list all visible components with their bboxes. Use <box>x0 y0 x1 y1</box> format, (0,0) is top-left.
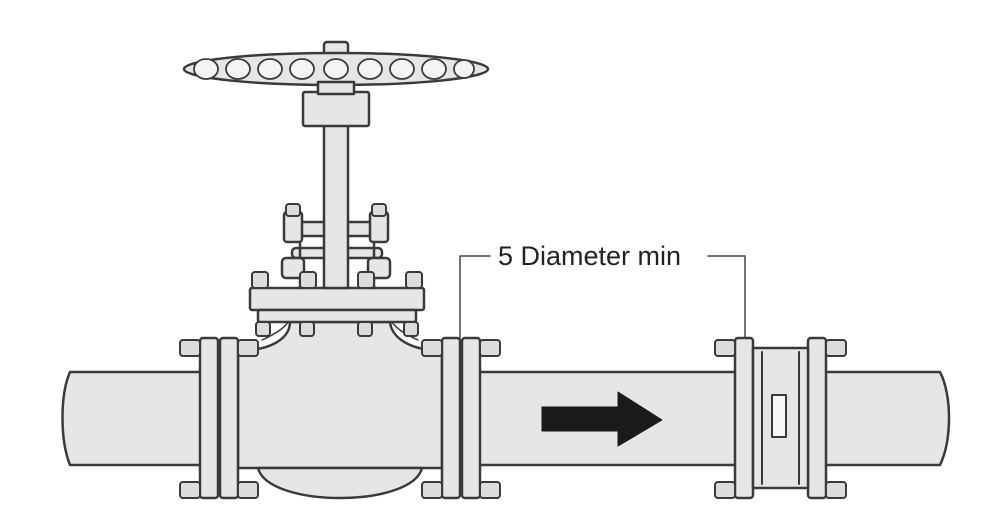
dimension-lines <box>459 255 746 339</box>
dimension-label: 5 Diameter min <box>498 241 681 271</box>
flange-middle <box>421 336 501 500</box>
handwheel <box>182 40 490 96</box>
flange-left <box>179 336 259 500</box>
flow-arrow <box>541 391 663 447</box>
bonnet-flange <box>248 286 426 324</box>
flow-meter <box>714 336 847 500</box>
valve-stem <box>301 90 371 290</box>
valve-body <box>236 317 444 500</box>
bonnet-bolts <box>251 203 423 337</box>
